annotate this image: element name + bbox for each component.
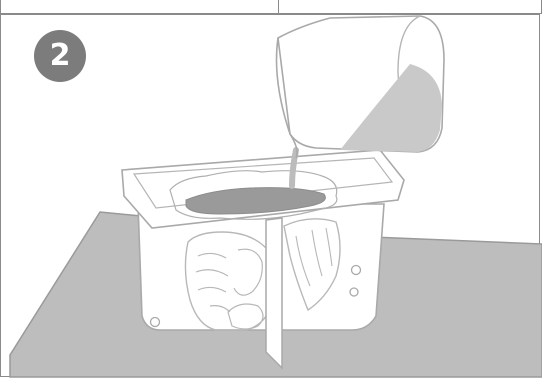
measuring-beaker <box>277 16 445 158</box>
step-number-badge: 2 <box>34 30 86 82</box>
